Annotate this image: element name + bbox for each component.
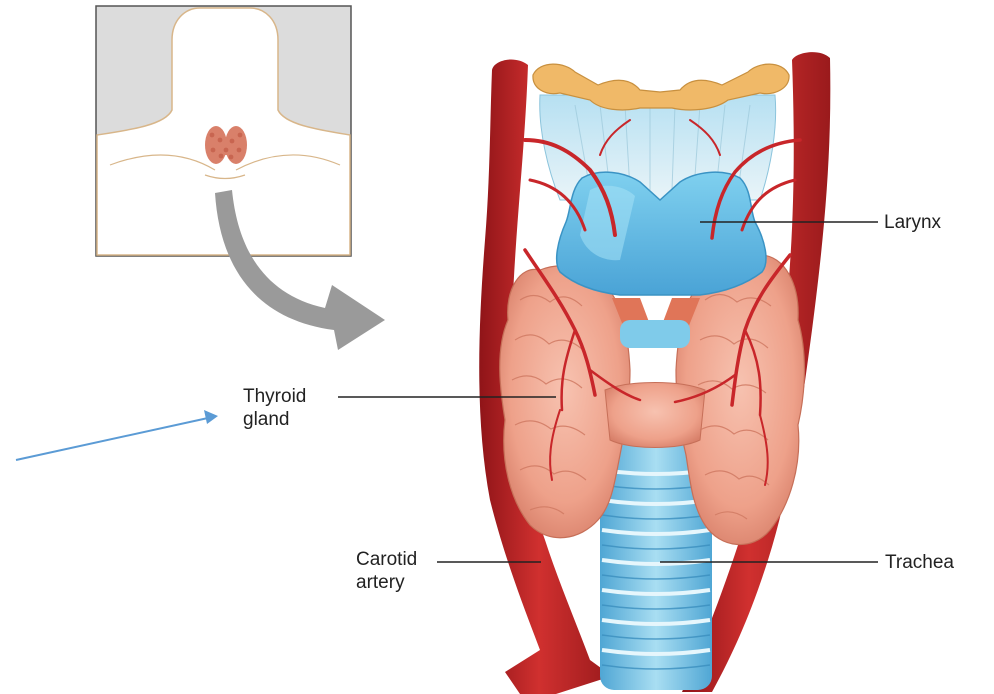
label-thyroid-gland: Thyroid gland xyxy=(243,385,306,431)
label-carotid-artery: Carotid artery xyxy=(356,548,417,594)
pointer-arrow xyxy=(16,410,218,460)
label-thyroid-line1: Thyroid xyxy=(243,385,306,408)
label-thyroid-line2: gland xyxy=(243,408,306,431)
label-larynx: Larynx xyxy=(884,211,941,234)
label-carotid-line2: artery xyxy=(356,571,417,594)
label-carotid-line1: Carotid xyxy=(356,548,417,571)
thyroid-isthmus xyxy=(605,383,705,448)
cricothyroid-muscle xyxy=(612,298,700,348)
label-trachea: Trachea xyxy=(885,551,954,574)
